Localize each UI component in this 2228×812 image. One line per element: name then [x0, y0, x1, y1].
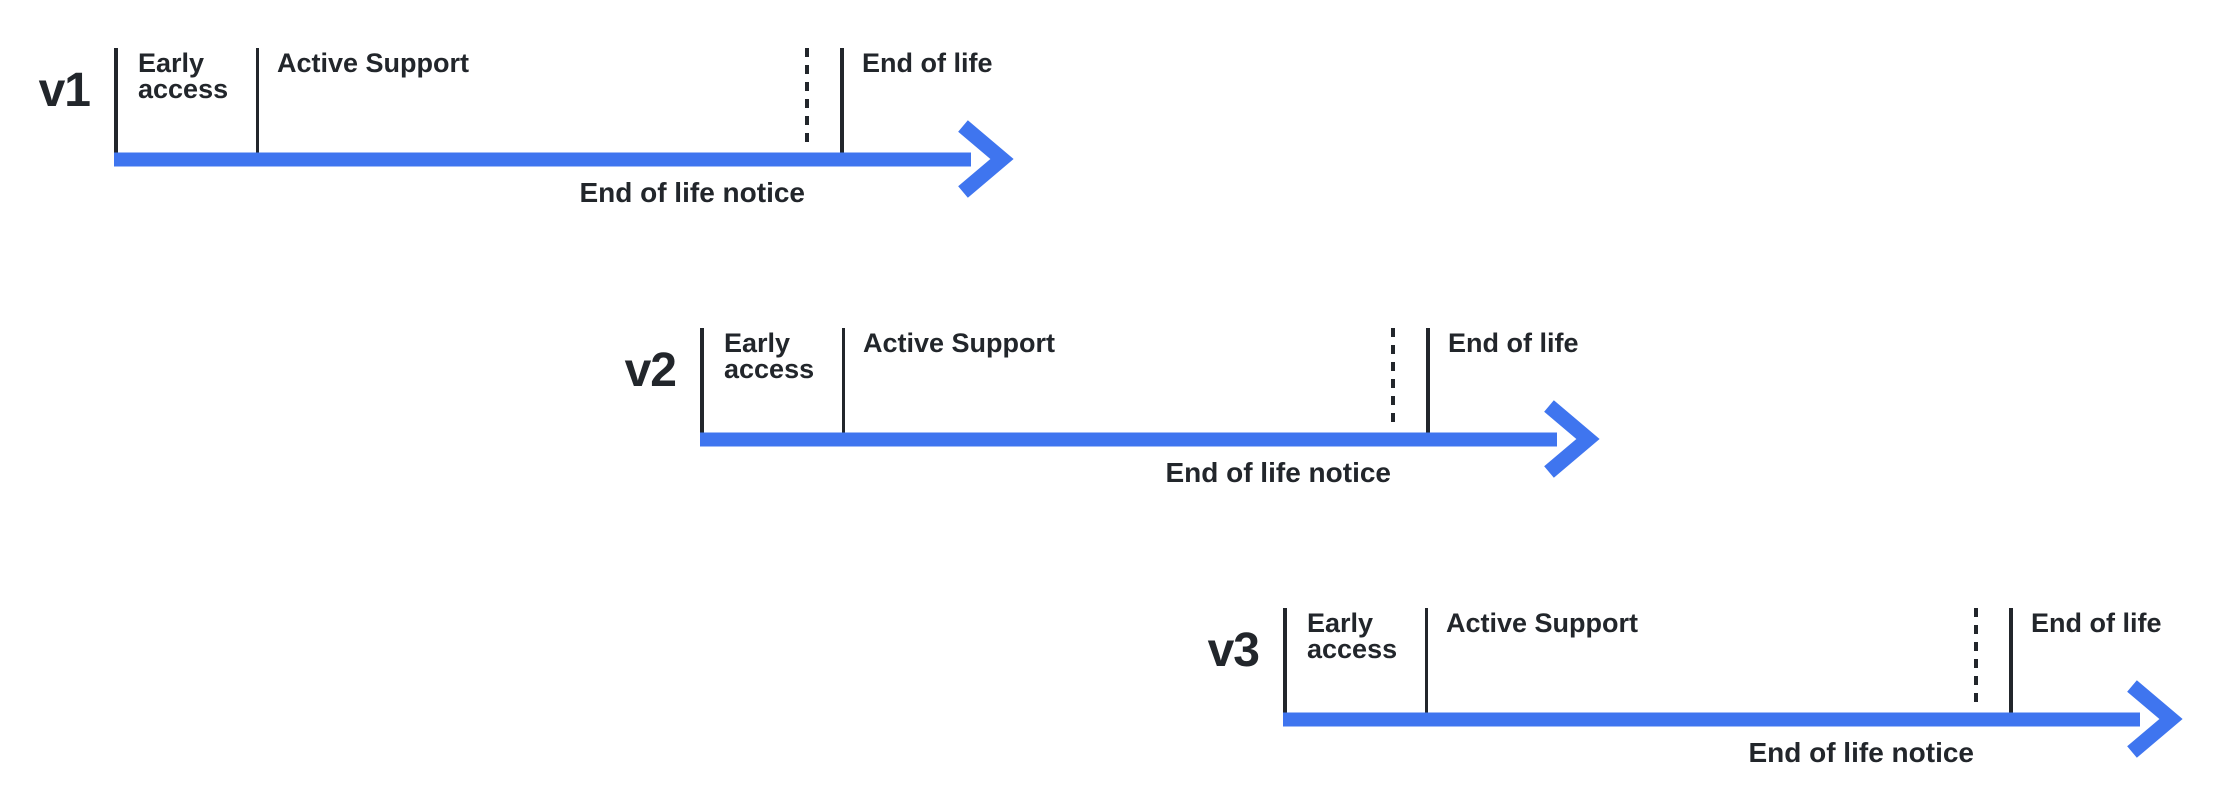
active-support-tick [1424, 608, 1428, 713]
version-label: v1 [38, 64, 91, 117]
phase-label-end-of-life: End of life [1448, 327, 1579, 358]
phase-label-early-access: Early access [724, 327, 815, 384]
phase-label-active-support: Active Support [277, 47, 470, 78]
phase-label-end-of-life: End of life [2031, 607, 2162, 638]
end-of-life-tick [840, 48, 844, 153]
right-arrow-icon [1283, 680, 2183, 758]
phase-label-early-access: Early access [138, 47, 229, 104]
phase-label-early-access: Early access [1307, 607, 1398, 664]
eol-notice-label: End of life notice [1165, 457, 1391, 488]
eol-notice-dashed-line [1391, 328, 1395, 427]
end-of-life-tick [1426, 328, 1430, 433]
eol-notice-label: End of life notice [1748, 737, 1974, 768]
right-arrow-icon [700, 400, 1600, 478]
early-access-tick [114, 48, 118, 153]
end-of-life-tick [2009, 608, 2013, 713]
eol-notice-label: End of life notice [579, 177, 805, 208]
phase-label-active-support: Active Support [1446, 607, 1639, 638]
active-support-tick [255, 48, 259, 153]
eol-notice-dashed-line [805, 48, 809, 147]
version-label: v3 [1207, 624, 1260, 677]
right-arrow-icon [114, 120, 1014, 198]
eol-notice-dashed-line [1974, 608, 1978, 707]
early-access-tick [1283, 608, 1287, 713]
active-support-tick [841, 328, 845, 433]
phase-label-end-of-life: End of life [862, 47, 993, 78]
version-label: v2 [624, 344, 677, 397]
phase-label-active-support: Active Support [863, 327, 1056, 358]
early-access-tick [700, 328, 704, 433]
